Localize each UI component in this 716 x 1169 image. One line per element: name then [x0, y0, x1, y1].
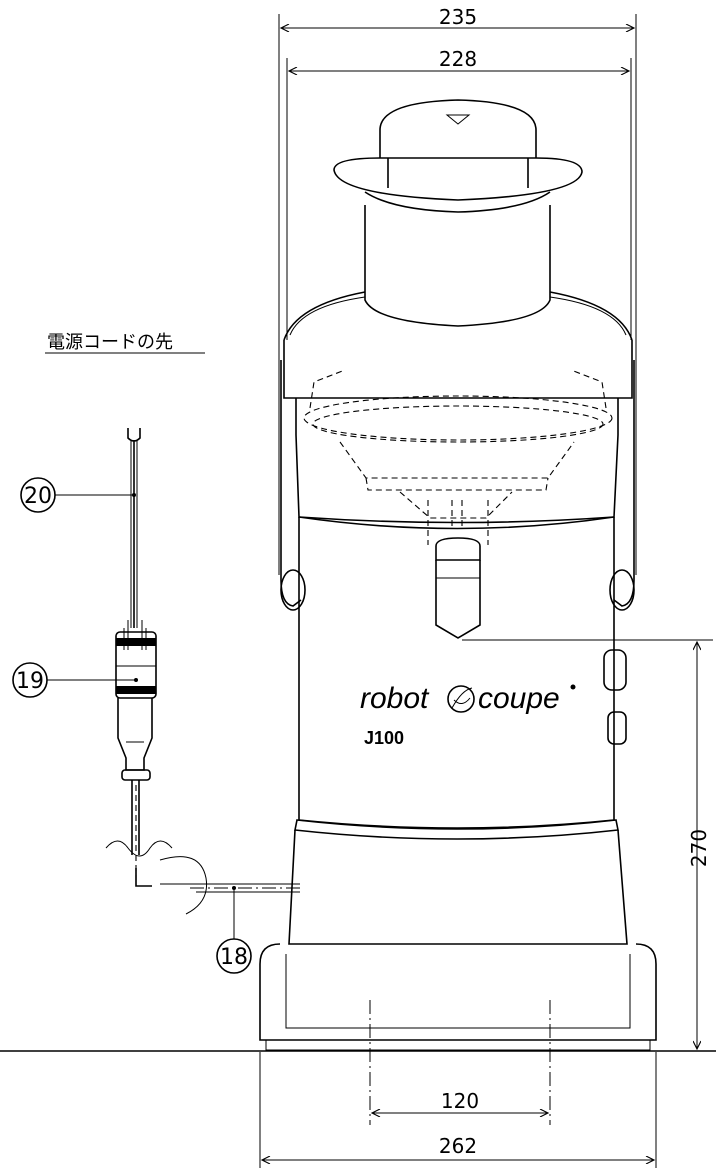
dim-inner-width-label: 228	[439, 47, 477, 71]
juicer-machine	[259, 99, 657, 1125]
brand-logo-right: coupe	[478, 682, 560, 715]
model-label: J100	[364, 728, 404, 748]
dim-base-width-label: 262	[439, 1134, 477, 1158]
dim-outer-width-label: 235	[439, 5, 477, 29]
dim-inner-width: 228	[286, 47, 632, 340]
callout-19-number: 19	[16, 669, 44, 694]
callout-20-number: 20	[24, 484, 52, 509]
brand-logo-left: robot	[360, 682, 430, 715]
cord-note-label: 電源コードの先	[47, 332, 173, 352]
brand-registered-dot	[570, 684, 576, 690]
callout-20: 20	[20, 477, 136, 513]
dim-base-width: 262	[259, 1052, 657, 1168]
brand-logo-mark	[447, 685, 475, 713]
callout-18: 18	[216, 886, 252, 974]
dim-foot-spacing: 120	[372, 1089, 548, 1113]
dim-outer-width: 235	[278, 5, 637, 575]
callout-18-number: 18	[220, 945, 248, 970]
dim-height: 270	[462, 639, 713, 1052]
power-cord	[105, 428, 300, 915]
dim-foot-spacing-label: 120	[441, 1089, 479, 1113]
dim-height-label: 270	[687, 829, 711, 867]
callout-19: 19	[12, 662, 138, 698]
